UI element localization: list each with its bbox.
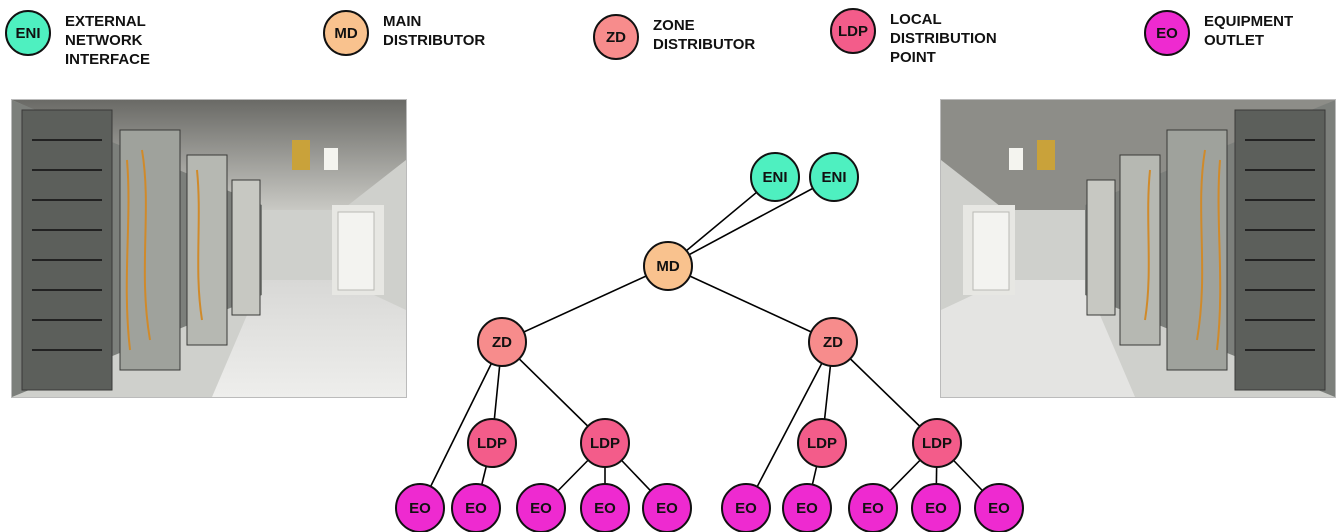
node-circle [516,483,566,532]
node-circle [750,152,800,202]
node-circle [911,483,961,532]
node-circle [580,483,630,532]
node-eo7: EO [782,483,832,532]
node-ldp3: LDP [797,418,847,468]
node-eo6: EO [721,483,771,532]
node-label: EO [656,500,678,517]
node-ldp2: LDP [580,418,630,468]
node-eo1: EO [395,483,445,532]
edge-md-zd2 [667,265,834,343]
node-circle [974,483,1024,532]
server-room-image [12,100,406,397]
node-circle [642,483,692,532]
node-circle [477,317,527,367]
node-ldp4: LDP [912,418,962,468]
node-circle [721,483,771,532]
legend-eo-label: EQUIPMENT OUTLET [1204,13,1294,49]
edge-md-eni2 [667,176,835,267]
node-circle [467,418,517,468]
legend-ldp-circle: LDP [830,8,876,54]
legend-eni-circle: ENI [5,10,51,56]
node-label: ENI [821,169,846,186]
node-circle [782,483,832,532]
node-eni2: ENI [809,152,859,202]
node-eo8: EO [848,483,898,532]
tree-nodes: ENI ENI MD ZD ZD LDP LDP LDP LDP EO EO EO EO EO EO EO EO… [395,152,1024,532]
legend-eo-circle: EO [1144,10,1190,56]
node-circle [808,317,858,367]
node-eni1: ENI [750,152,800,202]
legend-zd-label: ZONE DISTRIBUTOR [653,17,756,53]
node-ldp1: LDP [467,418,517,468]
server-room-photo-right [941,100,1335,397]
node-eo3: EO [516,483,566,532]
node-eo10: EO [974,483,1024,532]
node-label: EO [988,500,1010,517]
node-md: MD [643,241,693,291]
server-room-photo-left [12,100,406,397]
node-label: LDP [807,435,837,452]
edge-zd1-eo1 [419,341,503,509]
node-circle [809,152,859,202]
node-circle [643,241,693,291]
node-label: LDP [922,435,952,452]
node-eo4: EO [580,483,630,532]
edge-zd2-eo6 [745,341,834,509]
node-label: EO [594,500,616,517]
node-label: EO [409,500,431,517]
node-circle [797,418,847,468]
node-circle [912,418,962,468]
node-label: LDP [477,435,507,452]
node-zd1: ZD [477,317,527,367]
node-label: EO [735,500,757,517]
legend-md-label: MAIN DISTRIBUTOR [383,13,486,49]
node-circle [451,483,501,532]
node-eo5: EO [642,483,692,532]
node-label: ENI [762,169,787,186]
legend-md-circle: MD [323,10,369,56]
server-room-image-mirrored [941,100,1335,397]
node-eo2: EO [451,483,501,532]
legend-zd-circle: ZD [593,14,639,60]
node-label: MD [656,258,679,275]
node-label: EO [925,500,947,517]
node-label: LDP [590,435,620,452]
edge-md-zd1 [501,265,669,343]
node-eo9: EO [911,483,961,532]
node-zd2: ZD [808,317,858,367]
node-circle [580,418,630,468]
node-label: EO [465,500,487,517]
node-label: EO [862,500,884,517]
node-circle [395,483,445,532]
node-label: ZD [823,334,843,351]
legend-eni-label: EXTERNAL NETWORK INTERFACE [65,13,151,68]
legend-ldp-label: LOCAL DISTRIBUTION POINT [890,11,997,66]
node-circle [848,483,898,532]
node-label: EO [796,500,818,517]
node-label: ZD [492,334,512,351]
node-label: EO [530,500,552,517]
